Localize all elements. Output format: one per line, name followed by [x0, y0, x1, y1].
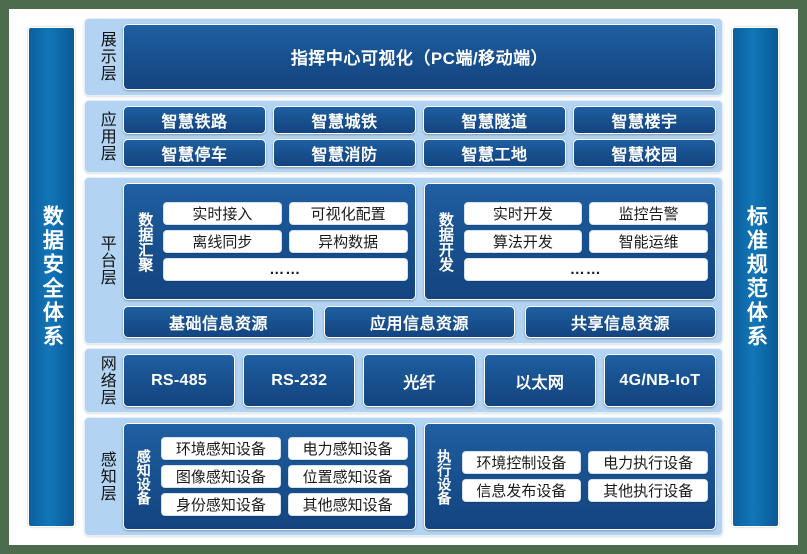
layer-display-name: 展示层	[97, 31, 115, 83]
sensing-group-sensor-devices-name: 感知设备	[135, 448, 152, 505]
layer-sensing: 感知层 感知设备 环境感知设备 电力感知设备 图像感知设备 位置感知设备 身份感…	[84, 417, 723, 536]
sensing-group-actuator-devices-name-col: 执行设备	[432, 449, 456, 505]
app-item-smart-railway[interactable]: 智慧铁路	[123, 105, 266, 135]
layer-application-name-col: 应用层	[89, 106, 123, 168]
platform-groups: 数据汇聚 实时接入 可视化配置 离线同步 异构数据 …… 数	[123, 183, 716, 300]
sensing-chip-other-actuator[interactable]: 其他执行设备	[588, 479, 708, 503]
sidebar-standard-spec[interactable]: 标准规范体系	[732, 27, 779, 527]
sensing-chip-power-actuator[interactable]: 电力执行设备	[588, 451, 708, 475]
platform-chip-monitor-alarm[interactable]: 监控告警	[589, 202, 708, 226]
platform-group-data-aggregation-name: 数据汇聚	[136, 211, 154, 272]
platform-chip-realtime-ingest[interactable]: 实时接入	[163, 202, 282, 226]
sidebar-standard-spec-label: 标准规范体系	[744, 205, 768, 349]
app-item-smart-fire[interactable]: 智慧消防	[273, 139, 416, 168]
platform-resource-application[interactable]: 应用信息资源	[324, 305, 515, 338]
app-item-smart-campus[interactable]: 智慧校园	[573, 139, 716, 168]
layer-network: 网络层 RS-485 RS-232 光纤 以太网 4G/NB-IoT	[84, 347, 723, 414]
platform-group-data-development-grid: 实时开发 监控告警 算法开发 智能运维 ……	[463, 202, 708, 282]
platform-chip-smart-ops[interactable]: 智能运维	[589, 230, 708, 254]
application-grid: 智慧铁路 智慧城铁 智慧隧道 智慧楼宇 智慧停车 智慧消防 智慧工地 智慧校园	[123, 105, 716, 168]
app-item-smart-metro[interactable]: 智慧城铁	[273, 105, 416, 135]
layer-sensing-body: 感知设备 环境感知设备 电力感知设备 图像感知设备 位置感知设备 身份感知设备 …	[123, 423, 716, 530]
platform-group-data-aggregation-name-col: 数据汇聚	[131, 212, 157, 272]
platform-group-data-aggregation-grid: 实时接入 可视化配置 离线同步 异构数据 ……	[163, 202, 408, 282]
sensing-chip-other-sensor[interactable]: 其他感知设备	[287, 493, 408, 517]
layer-stack: 展示层 指挥中心可视化（PC端/移动端） 应用层 智慧铁路 智慧城铁 智慧隧道 …	[84, 18, 723, 536]
network-grid: RS-485 RS-232 光纤 以太网 4G/NB-IoT	[123, 353, 716, 408]
layer-application-body: 智慧铁路 智慧城铁 智慧隧道 智慧楼宇 智慧停车 智慧消防 智慧工地 智慧校园	[123, 105, 716, 168]
network-item-4g-nbiot[interactable]: 4G/NB-IoT	[603, 353, 716, 408]
platform-chip-heterogeneous-data[interactable]: 异构数据	[288, 230, 408, 254]
layer-network-body: RS-485 RS-232 光纤 以太网 4G/NB-IoT	[123, 353, 716, 408]
sensing-group-sensor-devices: 感知设备 环境感知设备 电力感知设备 图像感知设备 位置感知设备 身份感知设备 …	[123, 423, 416, 530]
platform-group-data-aggregation: 数据汇聚 实时接入 可视化配置 离线同步 异构数据 ……	[123, 183, 416, 300]
platform-resource-shared[interactable]: 共享信息资源	[525, 305, 716, 338]
layer-display: 展示层 指挥中心可视化（PC端/移动端）	[84, 18, 723, 96]
network-item-rs485[interactable]: RS-485	[123, 353, 236, 408]
platform-group-data-development-name-col: 数据开发	[432, 212, 458, 272]
layer-display-name-col: 展示层	[89, 24, 123, 90]
layer-application: 应用层 智慧铁路 智慧城铁 智慧隧道 智慧楼宇 智慧停车 智慧消防 智慧工地 智…	[84, 99, 723, 174]
platform-resource-basic[interactable]: 基础信息资源	[123, 305, 314, 338]
layer-application-name: 应用层	[97, 111, 115, 163]
sensing-group-actuator-devices-name: 执行设备	[436, 448, 453, 505]
sensing-chip-environment-control[interactable]: 环境控制设备	[461, 451, 582, 475]
platform-chip-algorithm-dev[interactable]: 算法开发	[463, 230, 583, 254]
layer-platform-name: 平台层	[97, 235, 115, 287]
network-item-rs232[interactable]: RS-232	[243, 353, 356, 408]
sensing-chip-info-publish[interactable]: 信息发布设备	[461, 479, 582, 503]
sensing-chip-image-sensor[interactable]: 图像感知设备	[161, 465, 281, 489]
platform-chip-offline-sync[interactable]: 离线同步	[163, 230, 282, 254]
layer-display-body: 指挥中心可视化（PC端/移动端）	[123, 24, 716, 90]
sidebar-data-security-label: 数据安全体系	[40, 205, 64, 349]
layer-platform-name-col: 平台层	[89, 183, 123, 337]
sensing-group-actuator-devices-grid: 环境控制设备 电力执行设备 信息发布设备 其他执行设备	[461, 443, 708, 510]
layer-network-name: 网络层	[97, 355, 115, 407]
platform-chip-development-more[interactable]: ……	[463, 258, 708, 282]
app-item-smart-site[interactable]: 智慧工地	[423, 139, 566, 168]
sidebar-data-security[interactable]: 数据安全体系	[28, 27, 75, 527]
app-item-smart-building[interactable]: 智慧楼宇	[573, 105, 716, 135]
layer-platform: 平台层 数据汇聚 实时接入 可视化配置 离线同步 异构数据	[84, 177, 723, 344]
app-item-smart-tunnel[interactable]: 智慧隧道	[423, 105, 566, 135]
platform-chip-visual-config[interactable]: 可视化配置	[288, 202, 408, 226]
sensing-chip-environment-sensor[interactable]: 环境感知设备	[161, 437, 281, 461]
platform-chip-realtime-dev[interactable]: 实时开发	[463, 202, 583, 226]
sensing-group-actuator-devices: 执行设备 环境控制设备 电力执行设备 信息发布设备 其他执行设备	[423, 423, 716, 530]
app-item-smart-parking[interactable]: 智慧停车	[123, 139, 266, 168]
sensing-chip-identity-sensor[interactable]: 身份感知设备	[161, 493, 281, 517]
layer-platform-body: 数据汇聚 实时接入 可视化配置 离线同步 异构数据 …… 数	[123, 183, 716, 338]
sensing-group-sensor-devices-grid: 环境感知设备 电力感知设备 图像感知设备 位置感知设备 身份感知设备 其他感知设…	[161, 437, 408, 517]
sensing-group-sensor-devices-name-col: 感知设备	[131, 449, 155, 505]
layer-sensing-name-col: 感知层	[89, 423, 123, 530]
display-command-center-block[interactable]: 指挥中心可视化（PC端/移动端）	[123, 24, 716, 90]
sensing-chip-power-sensor[interactable]: 电力感知设备	[287, 437, 408, 461]
platform-group-data-development-name: 数据开发	[436, 211, 454, 272]
network-item-ethernet[interactable]: 以太网	[483, 353, 596, 408]
platform-chip-aggregation-more[interactable]: ……	[163, 258, 408, 282]
platform-group-data-development: 数据开发 实时开发 监控告警 算法开发 智能运维 ……	[423, 183, 716, 300]
network-item-fiber[interactable]: 光纤	[363, 353, 476, 408]
platform-resources-row: 基础信息资源 应用信息资源 共享信息资源	[123, 305, 716, 338]
diagram-canvas: 数据安全体系 标准规范体系 展示层 指挥中心可视化（PC端/移动端） 应用层 智…	[9, 9, 798, 545]
layer-network-name-col: 网络层	[89, 354, 123, 408]
layer-sensing-name: 感知层	[97, 451, 115, 503]
sensing-chip-location-sensor[interactable]: 位置感知设备	[287, 465, 408, 489]
